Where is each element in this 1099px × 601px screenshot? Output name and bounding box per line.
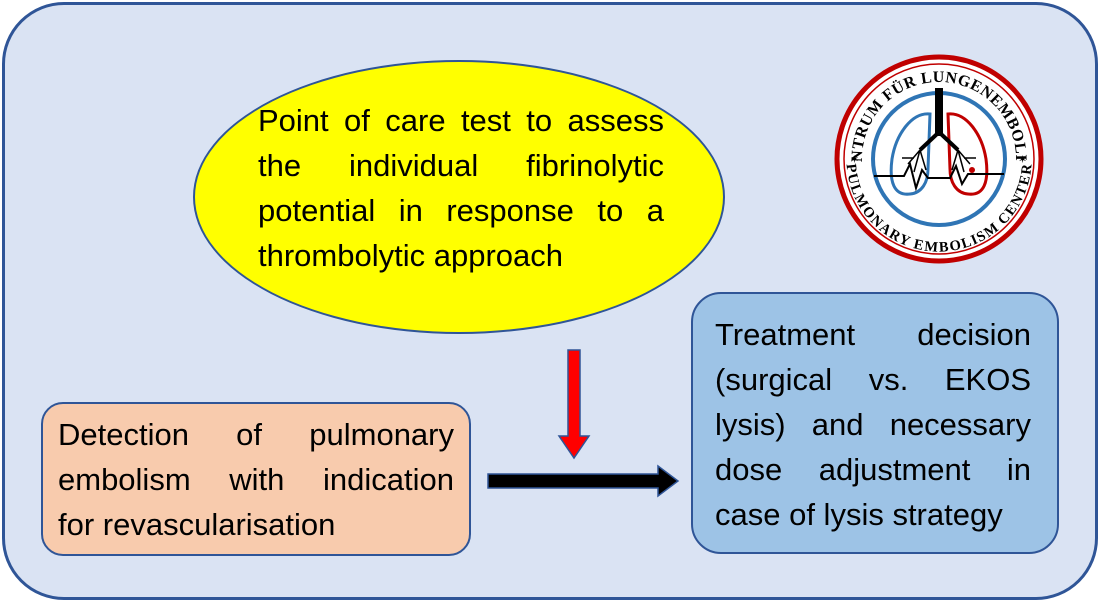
treatment-line-4: dose adjustment in xyxy=(715,452,1031,487)
detection-text: Detection of pulmonary embolism with ind… xyxy=(58,412,454,547)
detection-box xyxy=(41,402,471,556)
logo-star-right-icon: ✶ xyxy=(1018,154,1027,166)
treatment-line-2: (surgical vs. EKOS xyxy=(715,362,1031,397)
poc-test-text: Point of care test to assess the individ… xyxy=(258,98,664,278)
pulmonary-embolism-center-logo: ZENTRUM FÜR LUNGENEMBOLIEN PULMONARY EMB… xyxy=(834,54,1044,264)
poc-test-ellipse xyxy=(193,60,725,334)
poc-test-line-1: Point of care test to assess xyxy=(258,103,664,138)
treatment-line-3: lysis) and necessary xyxy=(715,407,1031,442)
detection-line-3: for revascularisation xyxy=(58,507,336,542)
poc-test-line-4: thrombolytic approach xyxy=(258,238,563,273)
lungs-icon xyxy=(874,88,1004,196)
poc-test-line-3: potential in response to a xyxy=(258,193,664,228)
treatment-line-1: Treatment decision xyxy=(715,317,1031,352)
logo-star-left-icon: ✶ xyxy=(850,154,859,166)
treatment-line-5: case of lysis strategy xyxy=(715,497,1003,532)
detection-line-2: embolism with indication xyxy=(58,462,454,497)
detection-line-1: Detection of pulmonary xyxy=(58,417,454,452)
poc-test-line-2: the individual fibrinolytic xyxy=(258,148,664,183)
treatment-decision-box xyxy=(691,292,1059,554)
treatment-decision-text: Treatment decision (surgical vs. EKOS ly… xyxy=(715,312,1031,537)
